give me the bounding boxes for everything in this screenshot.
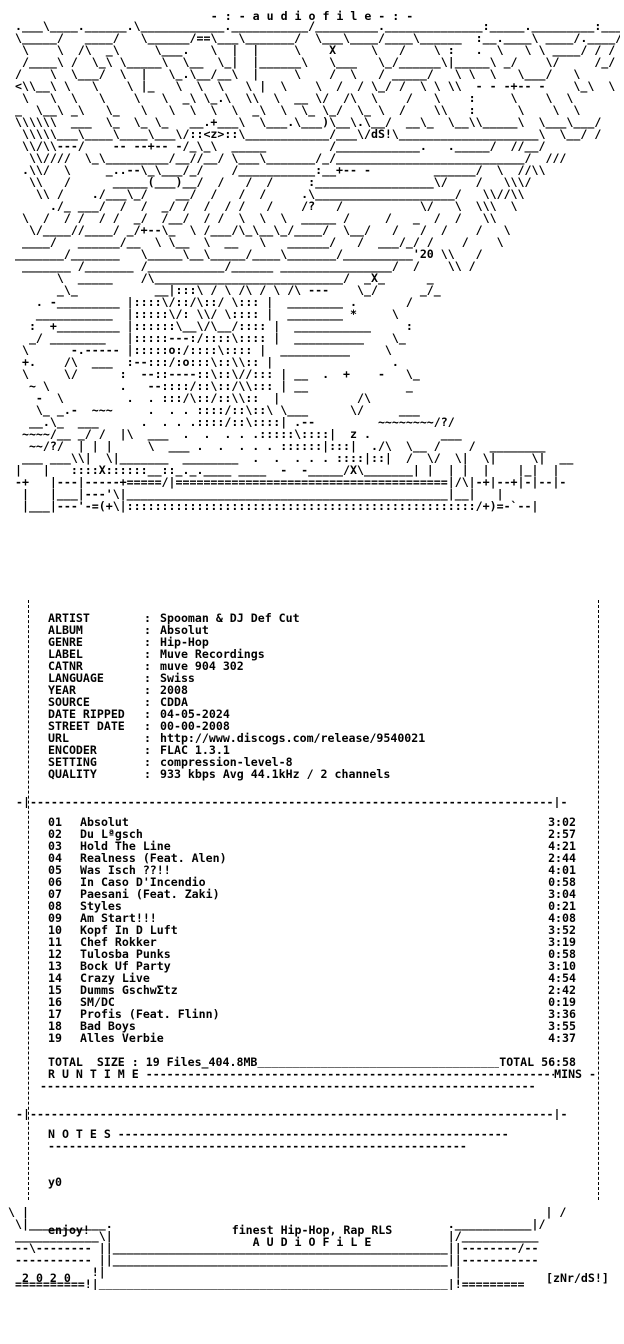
info-key: QUALITY <box>48 767 97 781</box>
info-key: ARTIST <box>48 611 90 625</box>
discogs-url-link[interactable]: http://www.discogs.com/release/9540021 <box>160 731 426 745</box>
info-key: ENCODER <box>48 743 97 757</box>
footer-group-tag: [zNr/dS!] <box>546 1272 609 1284</box>
mins-label: MINS - <box>554 1067 596 1081</box>
info-value: 2008 <box>160 683 188 697</box>
release-info: ARTIST: Spooman & DJ Def Cut ALBUM: Abso… <box>48 612 425 780</box>
info-value: Swiss <box>160 671 195 685</box>
section-divider: ----------------------------------------… <box>48 1140 467 1152</box>
info-row: LANGUAGE: Swiss <box>48 671 195 685</box>
info-value: Absolut <box>160 623 209 637</box>
info-value: compression-level-8 <box>160 755 293 769</box>
info-value: Spooman & DJ Def Cut <box>160 611 300 625</box>
footer-year: 2 0 2 0 <box>22 1272 71 1284</box>
info-key: STREET DATE <box>48 719 125 733</box>
notes-line: y0 <box>48 1175 62 1189</box>
notes-lines: y0 enjoy! <box>48 1152 90 1260</box>
info-row: STREET DATE: 00-00-2008 <box>48 719 230 733</box>
info-key: CATNR <box>48 659 83 673</box>
info-row: LABEL: Muve Recordings <box>48 647 265 661</box>
info-row: GENRE: Hip-Hop <box>48 635 209 649</box>
runtime-label: R U N T I M E <box>48 1067 139 1081</box>
info-row: URL: http://www.discogs.com/release/9540… <box>48 731 426 745</box>
info-row: QUALITY: 933 kbps Avg 44.1kHz / 2 channe… <box>48 767 391 781</box>
footer-ascii-frame: \ | | / \|___________. .___________|/ __… <box>8 1206 567 1290</box>
info-key: GENRE <box>48 635 83 649</box>
section-divider: ----------------------------------------… <box>40 1080 536 1092</box>
info-row: SOURCE: CDDA <box>48 695 188 709</box>
info-key: SOURCE <box>48 695 90 709</box>
footer-brand: A U D i O F i L E <box>252 1235 372 1249</box>
info-row: YEAR: 2008 <box>48 683 188 697</box>
header-title: - : - a u d i o f i l e - : - <box>210 9 414 23</box>
notes-heading-row: N O T E S ------------------------------… <box>48 1128 509 1140</box>
info-value: muve 904 302 <box>160 659 244 673</box>
info-row: ARTIST: Spooman & DJ Def Cut <box>48 611 300 625</box>
footer-tagline: finest Hip-Hop, Rap RLS <box>231 1223 393 1237</box>
info-row: ENCODER: FLAC 1.3.1 <box>48 743 230 757</box>
frame-left-border <box>28 600 37 1200</box>
info-value: 04-05-2024 <box>160 707 230 721</box>
notes-line: enjoy! <box>48 1223 90 1237</box>
section-divider: -|--------------------------------------… <box>16 796 568 808</box>
frame-right-border <box>598 600 607 1200</box>
info-value: 00-00-2008 <box>160 719 230 733</box>
runtime-row: R U N T I M E --------------------------… <box>48 1067 596 1081</box>
info-value: Hip-Hop <box>160 635 209 649</box>
info-key: LANGUAGE <box>48 671 104 685</box>
info-key: SETTING <box>48 755 97 769</box>
ascii-art-banner: .___\____.______.\____________._________… <box>14 19 620 513</box>
info-key: LABEL <box>48 647 83 661</box>
info-value: 933 kbps Avg 44.1kHz / 2 channels <box>160 767 391 781</box>
notes-heading: N O T E S <box>48 1128 111 1140</box>
info-value: CDDA <box>160 695 188 709</box>
info-key: YEAR <box>48 683 76 697</box>
info-row: CATNR: muve 904 302 <box>48 659 244 673</box>
info-value: FLAC 1.3.1 <box>160 743 230 757</box>
info-row: SETTING: compression-level-8 <box>48 755 293 769</box>
info-key: ALBUM <box>48 623 83 637</box>
info-key: DATE RIPPED <box>48 707 125 721</box>
total-runtime: TOTAL 56:58 <box>499 1055 576 1069</box>
total-size-row: TOTAL SIZE : 19 Files_404.8MB __________… <box>48 1055 576 1069</box>
info-row: DATE RIPPED: 04-05-2024 <box>48 707 230 721</box>
total-size: TOTAL SIZE : 19 Files_404.8MB <box>48 1055 258 1069</box>
info-value: Muve Recordings <box>160 647 265 661</box>
section-divider: -|--------------------------------------… <box>16 1108 568 1120</box>
info-key: URL <box>48 731 69 745</box>
info-row: ALBUM: Absolut <box>48 623 209 637</box>
